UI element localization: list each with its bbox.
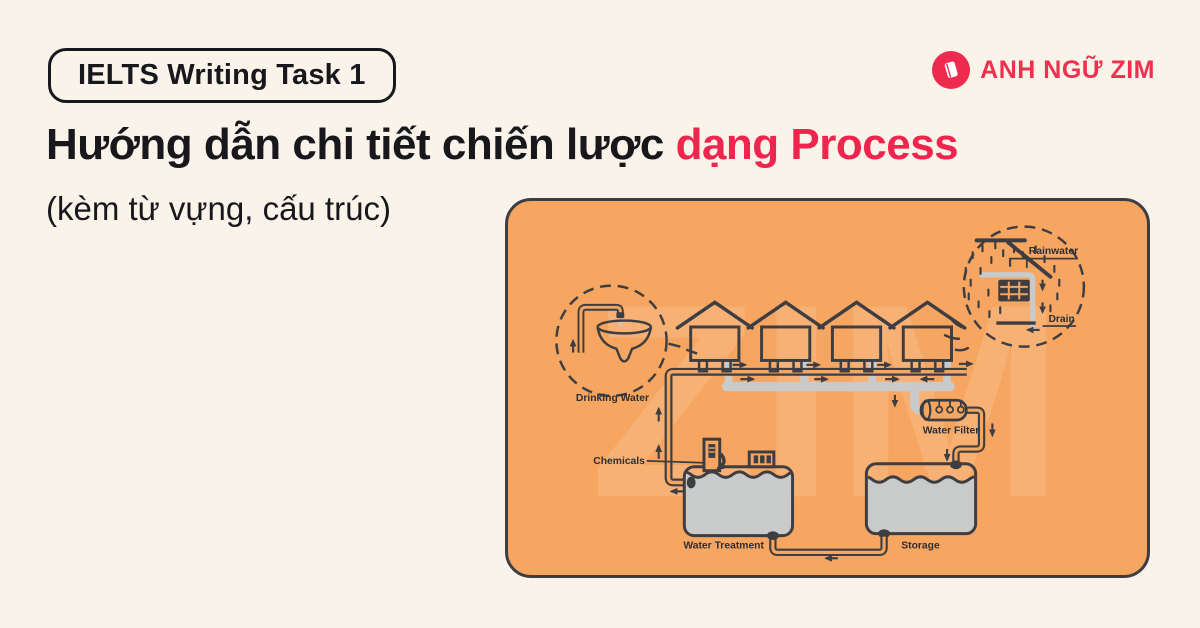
label-chemicals: Chemicals [593,456,645,467]
treatment-outlet [766,531,779,541]
label-drain: Drain [1048,314,1074,325]
rainwater-detail [943,225,1086,352]
chemicals-leader-line [646,459,704,464]
page-title: Hướng dẫn chi tiết chiến lược dạng Proce… [46,120,959,170]
gutter-pipe [979,272,1036,332]
brand-logo: ANH NGỮ ZIM [932,51,1155,89]
filter-valves [935,401,965,414]
process-diagram-panel: ZIM [505,198,1150,578]
title-red: dạng Process [675,120,959,169]
zim-watermark: ZIM [590,248,1064,555]
label-rainwater: Rainwater [1029,246,1078,257]
badge: IELTS Writing Task 1 [48,48,396,103]
storage-inlet [950,460,962,470]
book-icon [932,51,971,89]
badge-label: IELTS Writing Task 1 [78,59,366,91]
water-treatment-tank [682,437,795,541]
house [675,300,754,373]
house [817,300,896,373]
houses-row [675,300,967,373]
supply-pipe [664,367,967,487]
basin-bowl [596,327,653,363]
vent-device [747,450,776,469]
basin-rim [596,319,653,335]
transfer-pipe [769,536,888,557]
drinking-water-detail [555,284,698,398]
brand-name: ANH NGỮ ZIM [980,55,1155,84]
tap-nozzle [616,312,625,319]
roof-slope [1006,240,1053,279]
label-storage: Storage [901,540,940,551]
title-black: Hướng dẫn chi tiết chiến lược [46,120,676,169]
label-drinking-water: Drinking Water [576,393,649,404]
house [746,300,825,373]
flow-arrows [655,360,996,562]
house [888,300,967,373]
page-subtitle: (kèm từ vựng, cấu trúc) [46,190,391,227]
label-water-filter: Water Filter [923,425,979,436]
window-icon [998,279,1030,302]
storage-tank [864,460,978,539]
zoom-circle [962,225,1086,348]
zoom-circle [555,284,668,398]
chemicals-dispenser [702,437,726,473]
rain-drops [964,241,1061,319]
treatment-inlet [686,476,696,489]
water-filter [919,398,986,465]
process-diagram: ZIM [555,225,1086,562]
storage-outlet [878,529,890,539]
label-water-treatment: Water Treatment [683,540,764,551]
